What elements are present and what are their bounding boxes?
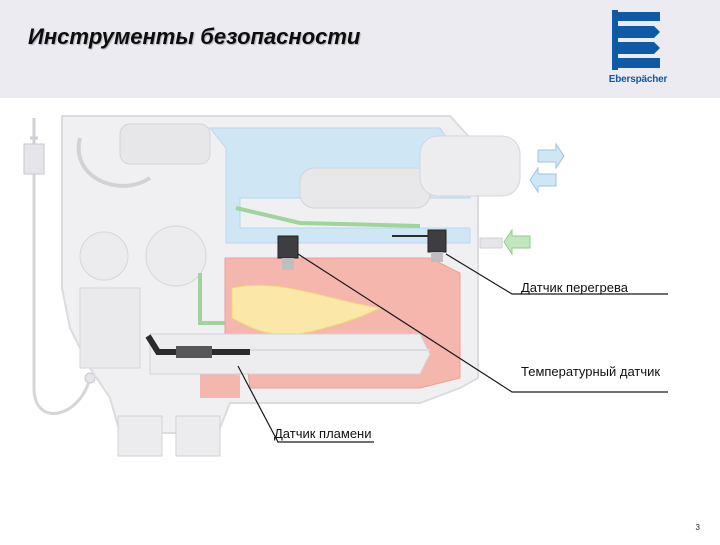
heater-cutaway-illustration	[0, 98, 720, 540]
page-number: 3	[696, 523, 700, 532]
eberspaecher-logo: Eberspächer	[606, 6, 670, 98]
logo-wordmark: Eberspächer	[606, 74, 670, 85]
slide-title: Инструменты безопасности	[28, 24, 360, 50]
combustion-chamber	[200, 258, 460, 398]
flame-sensor-label: Датчик пламени	[274, 426, 372, 441]
overheat-sensor-label: Датчик перегрева	[521, 280, 628, 295]
temperature-sensor-label: Температурный датчик	[521, 364, 660, 379]
slide-header: Инструменты безопасности Eberspächer	[0, 0, 720, 98]
heater-diagram: Датчик перегрева Температурный датчик Да…	[0, 98, 720, 540]
logo-mark-icon	[606, 6, 670, 74]
